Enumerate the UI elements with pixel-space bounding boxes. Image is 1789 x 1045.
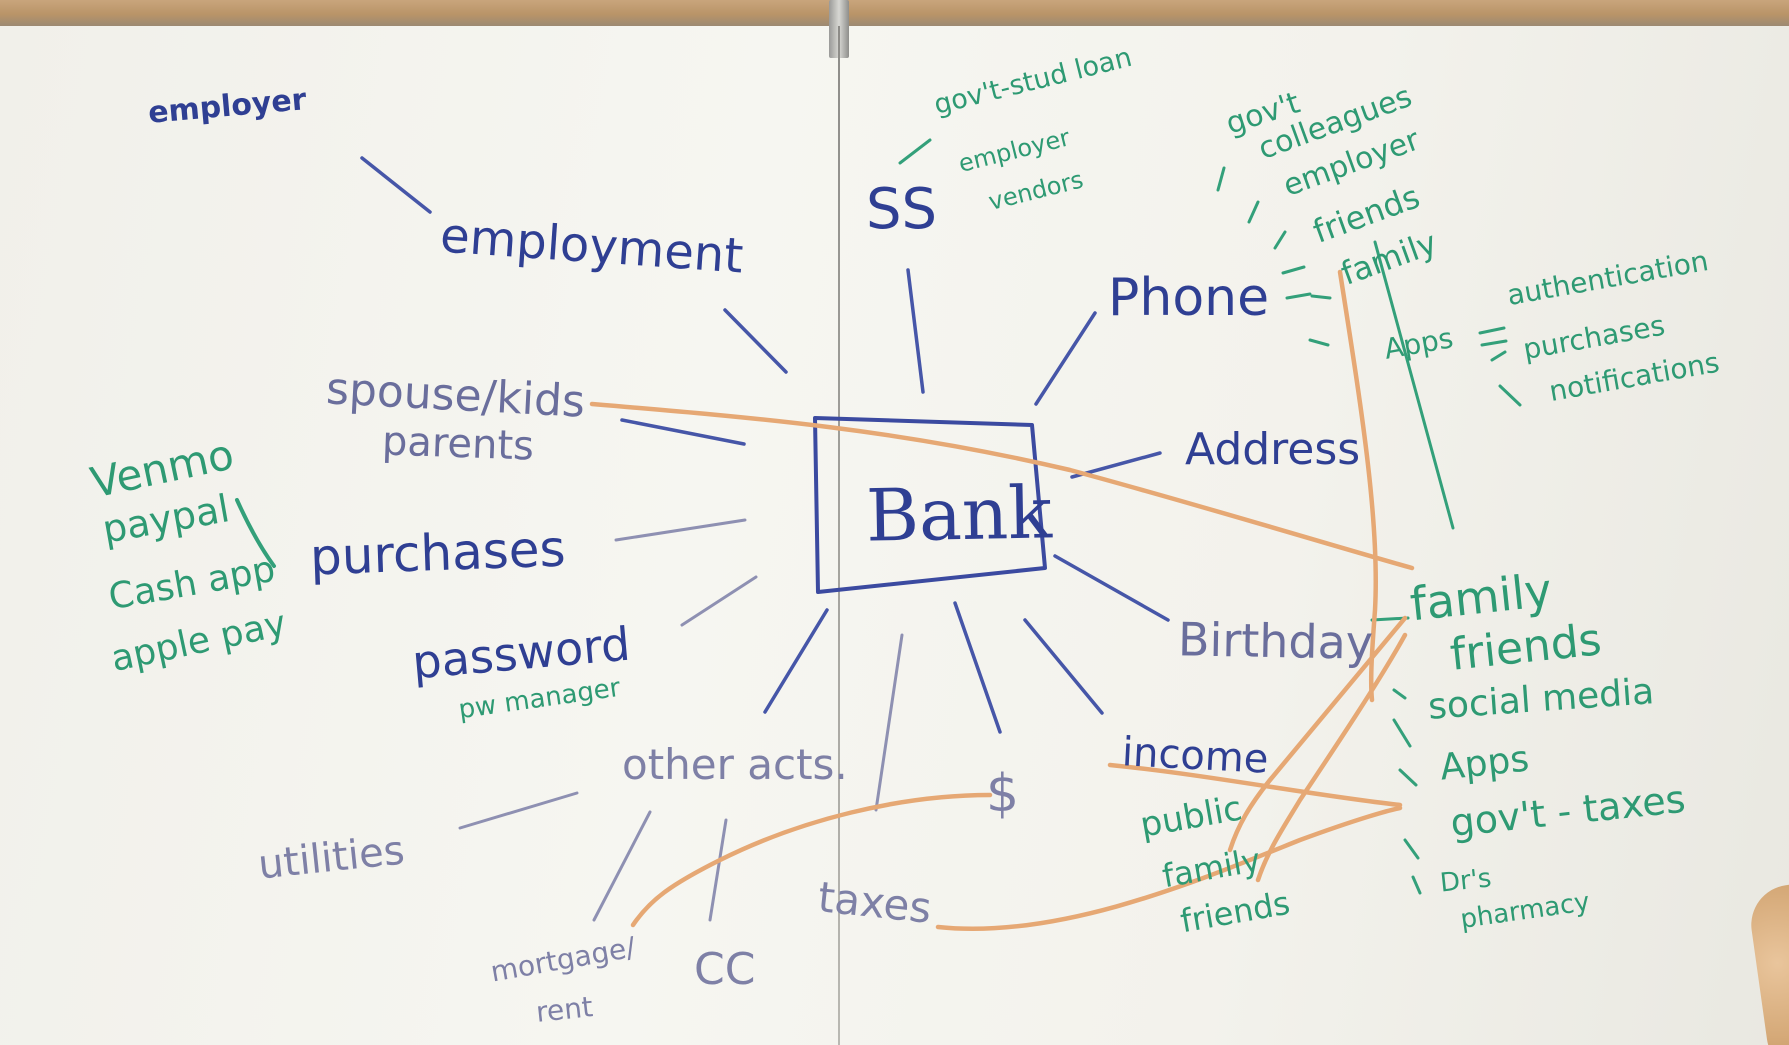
spoke-birthday bbox=[1053, 554, 1170, 622]
tick-apps-purchases bbox=[1490, 350, 1507, 362]
spoke-employment bbox=[723, 308, 788, 374]
orange-dollar-to-mortgage bbox=[630, 792, 993, 928]
venmo-slash bbox=[235, 498, 276, 568]
eq-apps-bottom bbox=[1480, 339, 1508, 347]
ss-employer: employer bbox=[955, 123, 1073, 178]
bday-apps: Apps bbox=[1438, 738, 1531, 789]
rent-label: rent bbox=[534, 990, 595, 1029]
spoke-dollar bbox=[953, 601, 1002, 734]
social-media: social media bbox=[1426, 671, 1656, 728]
employment-label: employment bbox=[438, 207, 745, 285]
link-employer-employment bbox=[360, 156, 432, 214]
mortgage-label: mortgage/ bbox=[488, 930, 638, 989]
link-other-mortgage bbox=[592, 810, 652, 922]
spoke-ss bbox=[906, 268, 925, 394]
tick-phone-employer bbox=[1273, 230, 1287, 250]
tick-phone-govt bbox=[1216, 166, 1226, 192]
phone-label: Phone bbox=[1108, 268, 1270, 328]
phone-apps: Apps bbox=[1381, 321, 1456, 366]
apple-pay-label: apple pay bbox=[107, 602, 290, 681]
spoke-purchases bbox=[614, 518, 747, 542]
orange-income-to-govt bbox=[1107, 762, 1403, 808]
apps-authentication: authentication bbox=[1504, 244, 1711, 312]
bday-friends: friends bbox=[1447, 614, 1604, 681]
dash-ss-list bbox=[898, 138, 932, 165]
birthday-label: Birthday bbox=[1177, 612, 1374, 670]
link-other-cc bbox=[708, 818, 728, 922]
board-seam bbox=[838, 26, 840, 1045]
marker-tray-rail bbox=[0, 0, 1789, 26]
ss-govt-student-loan: gov't-stud loan bbox=[930, 41, 1136, 121]
tick-phone-friends bbox=[1281, 265, 1306, 275]
govt-taxes: gov't - taxes bbox=[1448, 776, 1688, 846]
income-public: public bbox=[1137, 788, 1246, 846]
utilities-label: utilities bbox=[255, 827, 407, 889]
orange-taxes-to-govt bbox=[935, 805, 1403, 932]
dollar-label: $ bbox=[986, 764, 1020, 824]
spoke-phone bbox=[1034, 311, 1097, 406]
pharmacy-label: pharmacy bbox=[1458, 887, 1592, 935]
tick-apps2 bbox=[1392, 718, 1412, 748]
ss-vendors: vendors bbox=[985, 165, 1087, 216]
ss-label: SS bbox=[866, 177, 938, 242]
dash-phone-a bbox=[1285, 292, 1312, 300]
tick-social bbox=[1392, 688, 1407, 700]
tick-phone-colleagues bbox=[1247, 200, 1260, 224]
spoke-other-accts bbox=[763, 608, 829, 714]
drs-label: Dr's bbox=[1438, 863, 1493, 899]
taxes-label: taxes bbox=[815, 872, 934, 933]
tick-phone-apps bbox=[1308, 338, 1330, 347]
link-other-utilities bbox=[458, 791, 579, 830]
cc-label: CC bbox=[694, 944, 756, 995]
tick-apps-notifications bbox=[1498, 384, 1522, 407]
tick-drs bbox=[1403, 838, 1420, 860]
orange-spouse-to-family bbox=[589, 401, 1415, 571]
dash-phone-b bbox=[1310, 294, 1332, 300]
purchases-label: purchases bbox=[309, 519, 567, 587]
cash-app-label: Cash app bbox=[105, 548, 279, 619]
bank-label: Bank bbox=[865, 470, 1053, 558]
orange-family-income-2 bbox=[1255, 632, 1408, 883]
income-label: income bbox=[1120, 729, 1270, 783]
bank-box bbox=[813, 416, 1047, 594]
income-family: family bbox=[1159, 840, 1264, 896]
phone-friends-stem bbox=[1373, 240, 1455, 530]
tick-govt bbox=[1398, 768, 1418, 787]
tick-dr-pharm bbox=[1411, 875, 1422, 895]
spouse-kids-label: spouse/kids bbox=[324, 363, 587, 428]
parents-label: parents bbox=[381, 418, 535, 470]
employer-label: employer bbox=[146, 82, 308, 131]
orange-family-income-1 bbox=[1227, 615, 1408, 853]
eq-apps-top bbox=[1478, 326, 1506, 335]
spoke-income bbox=[1023, 618, 1104, 715]
bday-family: family bbox=[1407, 562, 1555, 632]
other-accts-label: other acts. bbox=[622, 740, 848, 789]
spoke-spouse bbox=[620, 418, 746, 446]
apps-purchases: purchases bbox=[1520, 308, 1668, 366]
income-friends: friends bbox=[1177, 883, 1293, 941]
spoke-password bbox=[680, 575, 758, 627]
address-label: Address bbox=[1185, 424, 1361, 475]
spoke-taxes bbox=[874, 633, 904, 812]
orange-phone-to-birthday bbox=[1337, 269, 1379, 703]
